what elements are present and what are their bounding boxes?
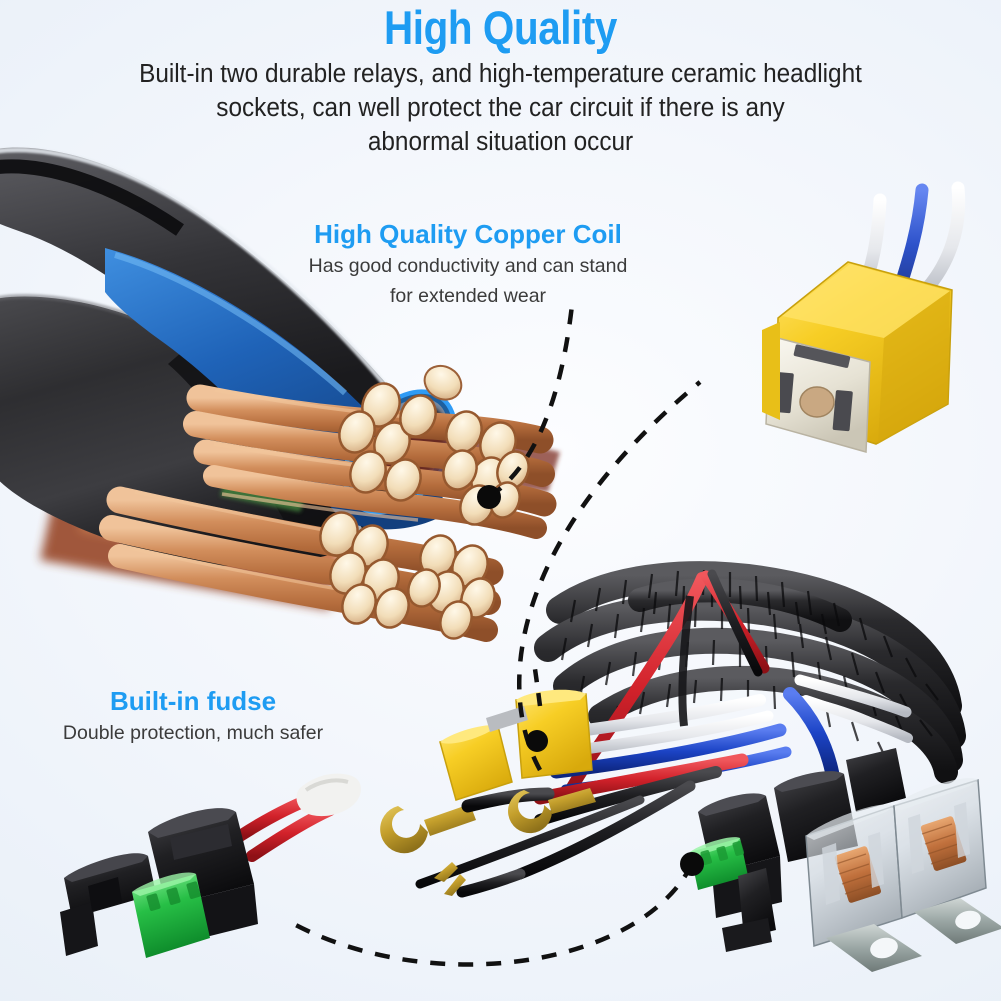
connector-block-right	[846, 748, 906, 812]
subtitle-line-2: sockets, can well protect the car circui…	[216, 94, 785, 123]
copper-strand-tips-lower	[319, 511, 496, 640]
relay-right	[893, 778, 1001, 944]
callout-copper-coil-line-2: for extended wear	[389, 284, 547, 307]
callout-copper-coil: High Quality Copper Coil Has good conduc…	[268, 218, 668, 311]
copper-strand-tips-upper	[338, 364, 530, 526]
leader-copper-coil	[477, 304, 575, 509]
callout-built-in-fuse-title: Built-in fudse	[109, 686, 277, 716]
page-subtitle: Built-in two durable relays, and high-te…	[23, 52, 979, 160]
h4-ceramic-socket	[762, 181, 966, 453]
wiring-harness	[380, 561, 1001, 972]
white-connector	[296, 773, 361, 817]
cut-away-cable	[0, 147, 560, 642]
callout-copper-coil-line-1: Has good conductivity and can stand	[308, 254, 628, 277]
callout-built-in-fuse-line-1: Double protection, much safer	[62, 721, 324, 744]
page-title: High Quality	[384, 1, 617, 54]
leader-harness-arc	[517, 380, 702, 772]
leader-built-in-fuse	[288, 852, 704, 967]
leader-endpoint-dot-yellow-holder	[526, 730, 548, 752]
callout-built-in-fuse: Built-in fudse Double protection, much s…	[18, 685, 368, 748]
ring-terminal-left	[380, 787, 555, 854]
subtitle-line-3: abnormal situation occur	[367, 128, 634, 157]
ring-terminal-fork	[434, 862, 466, 896]
ring-terminal-mid	[508, 788, 596, 834]
subtitle-line-1: Built-in two durable relays, and high-te…	[139, 60, 862, 89]
callout-copper-coil-title: High Quality Copper Coil	[314, 219, 622, 249]
yellow-fuse-holder-rear	[439, 725, 513, 801]
relay-pair	[805, 778, 1001, 972]
relay-left	[805, 804, 922, 972]
inline-green-fuse	[132, 872, 210, 958]
header: High Quality Built-in two durable relays…	[0, 0, 1001, 160]
inline-fuse-holder	[60, 773, 361, 958]
leader-endpoint-dot-fuse	[680, 852, 704, 876]
leader-endpoint-dot-copper	[477, 485, 501, 509]
copper-strand-bundle-lower	[99, 486, 504, 642]
leader-yellow-holder-stub	[531, 661, 543, 707]
green-blade-fuse	[690, 837, 748, 890]
